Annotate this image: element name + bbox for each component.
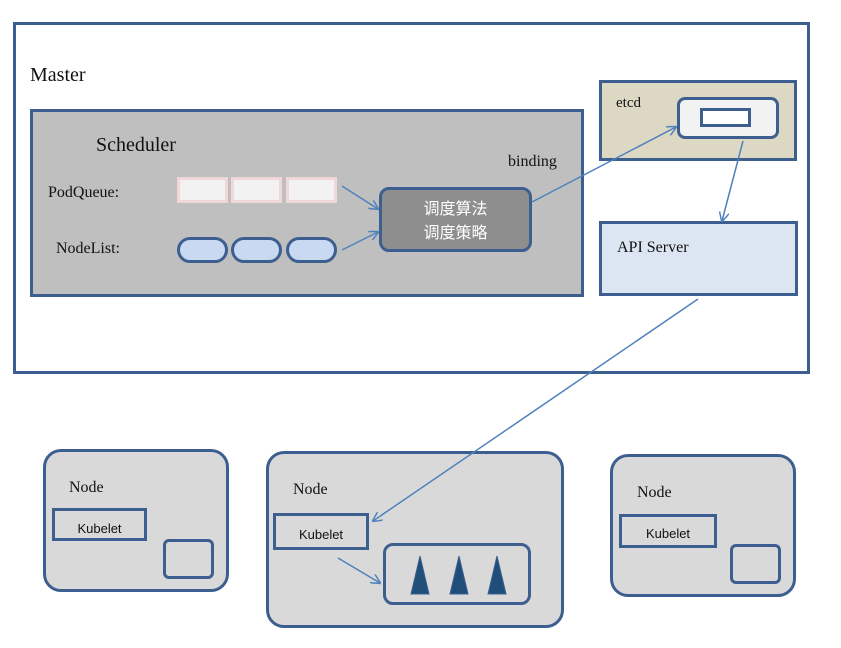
etcd-to-api-server-arrow bbox=[722, 140, 744, 221]
node-list-slot bbox=[177, 237, 228, 263]
algorithm-line-2: 调度策略 bbox=[423, 223, 488, 242]
node-1-label: Node bbox=[69, 479, 104, 496]
node-1-pod-box bbox=[163, 539, 214, 579]
podqueue-to-algorithm-arrow bbox=[341, 185, 378, 209]
node-3-pod-box bbox=[730, 544, 781, 584]
node-1-kubelet: Kubelet bbox=[52, 508, 147, 541]
pod-queue-slot bbox=[286, 177, 337, 203]
node-2-label: Node bbox=[293, 481, 328, 498]
api-server-container bbox=[599, 221, 798, 296]
scheduling-algorithm-box: 调度算法 调度策略 bbox=[379, 187, 532, 252]
api-server-label: API Server bbox=[617, 239, 689, 256]
master-label: Master bbox=[30, 64, 86, 86]
pod-triangle bbox=[449, 555, 469, 595]
node-3-kubelet: Kubelet bbox=[619, 514, 717, 548]
node-2-kubelet: Kubelet bbox=[273, 513, 369, 550]
node-list-label: NodeList: bbox=[56, 240, 120, 257]
pod-triangle bbox=[487, 555, 507, 595]
binding-label: binding bbox=[508, 153, 557, 170]
api-server-to-kubelet-arrow bbox=[373, 298, 699, 521]
pod-triangle bbox=[410, 555, 430, 595]
node-list-slot bbox=[231, 237, 282, 263]
algorithm-line-1: 调度算法 bbox=[423, 199, 488, 218]
scheduler-label: Scheduler bbox=[96, 134, 176, 156]
nodelist-to-algorithm-arrow bbox=[341, 232, 378, 251]
pod-queue-label: PodQueue: bbox=[48, 184, 120, 201]
etcd-label: etcd bbox=[616, 95, 641, 111]
pod-queue-slot bbox=[231, 177, 282, 203]
node-3-label: Node bbox=[637, 484, 672, 501]
etcd-record bbox=[700, 108, 751, 127]
node-list-slot bbox=[286, 237, 337, 263]
binding-to-etcd-arrow bbox=[531, 127, 676, 203]
kubelet-to-pods-arrow bbox=[337, 557, 380, 583]
node-2-pod-box bbox=[383, 543, 531, 605]
pod-queue-slot bbox=[177, 177, 228, 203]
